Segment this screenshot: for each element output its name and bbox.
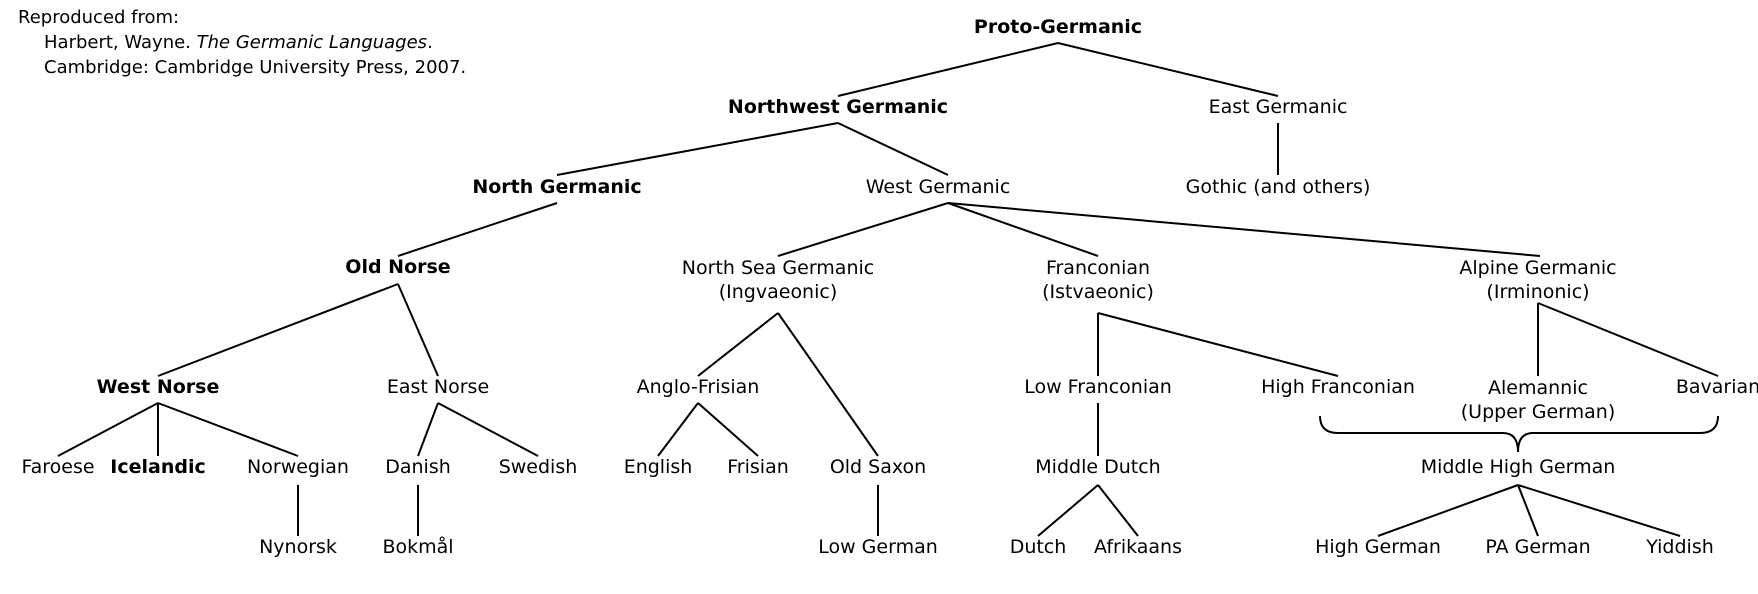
edge — [57, 402, 159, 457]
source-book-period: . — [427, 32, 433, 53]
edge — [837, 42, 1059, 97]
node-danish: Danish — [385, 456, 451, 478]
edge — [697, 402, 759, 457]
node-old-saxon: Old Saxon — [829, 456, 927, 478]
edge — [1057, 42, 1279, 97]
node-middle-high-german: Middle High German — [1420, 456, 1616, 478]
node-low-franconian: Low Franconian — [1024, 376, 1172, 398]
node-low-german: Low German — [818, 536, 938, 558]
edge — [1097, 312, 1339, 377]
node-nynorsk: Nynorsk — [259, 536, 337, 558]
node-middle-dutch: Middle Dutch — [1035, 456, 1161, 478]
source-citation: Reproduced from: Harbert, Wayne. The Ger… — [18, 5, 466, 80]
edge — [1377, 484, 1519, 537]
node-north-germanic: North Germanic — [472, 176, 642, 198]
edge — [397, 283, 439, 377]
node-east-norse: East Norse — [386, 376, 490, 398]
node-yiddish: Yiddish — [1646, 536, 1714, 558]
node-north-sea-germanic: North Sea Germanic (Ingvaeonic) — [682, 256, 874, 304]
merge-brace — [1319, 415, 1719, 453]
node-high-franconian: High Franconian — [1261, 376, 1415, 398]
edge — [556, 122, 839, 176]
node-alpine-germanic-name: Alpine Germanic — [1459, 257, 1617, 279]
edge — [1517, 484, 1539, 537]
edge — [697, 312, 779, 377]
node-frisian: Frisian — [727, 456, 789, 478]
node-alemannic: Alemannic (Upper German) — [1461, 376, 1615, 424]
node-istvaeonic: (Istvaeonic) — [1042, 281, 1154, 303]
node-alemannic-name: Alemannic — [1488, 377, 1588, 399]
edge — [837, 122, 949, 176]
source-publisher: Cambridge: Cambridge University Press, 2… — [44, 57, 467, 78]
node-norwegian: Norwegian — [247, 456, 349, 478]
edge — [417, 402, 439, 457]
edge — [437, 402, 539, 457]
node-west-norse: West Norse — [96, 376, 220, 398]
node-franconian-name: Franconian — [1045, 257, 1151, 279]
edge — [157, 283, 399, 377]
node-alpine-germanic: Alpine Germanic (Irminonic) — [1459, 256, 1616, 304]
node-ingvaeonic: (Ingvaeonic) — [718, 281, 838, 303]
source-author-line: Harbert, Wayne. The Germanic Languages. — [18, 30, 466, 55]
node-faroese: Faroese — [21, 456, 95, 478]
edge — [777, 312, 879, 457]
node-dutch: Dutch — [1009, 536, 1067, 558]
node-irminonic: (Irminonic) — [1486, 281, 1590, 303]
node-icelandic: Icelandic — [110, 456, 206, 478]
edge — [1037, 484, 1099, 537]
node-old-norse: Old Norse — [345, 256, 451, 278]
edge — [1517, 484, 1681, 537]
node-upper-german: (Upper German) — [1460, 401, 1616, 423]
node-bokmal: Bokmål — [382, 536, 454, 558]
node-afrikaans: Afrikaans — [1094, 536, 1182, 558]
edge — [1537, 302, 1719, 377]
node-pa-german: PA German — [1485, 536, 1591, 558]
edge — [397, 202, 558, 257]
node-anglo-frisian: Anglo-Frisian — [636, 376, 760, 398]
node-east-germanic: East Germanic — [1208, 96, 1348, 118]
node-north-sea-germanic-name: North Sea Germanic — [681, 257, 875, 279]
node-west-germanic: West Germanic — [865, 176, 1011, 198]
edge — [1097, 484, 1139, 537]
node-northwest-germanic: Northwest Germanic — [727, 96, 949, 118]
node-swedish: Swedish — [498, 456, 578, 478]
edge — [947, 202, 1541, 257]
edge — [777, 202, 949, 257]
edge — [157, 402, 299, 457]
node-english: English — [623, 456, 693, 478]
node-high-german: High German — [1315, 536, 1441, 558]
source-book-title: The Germanic Languages — [196, 32, 428, 53]
edge — [657, 402, 699, 457]
node-gothic: Gothic (and others) — [1185, 176, 1371, 198]
source-heading: Reproduced from: — [18, 7, 180, 28]
node-franconian: Franconian (Istvaeonic) — [1042, 256, 1154, 304]
node-proto-germanic: Proto-Germanic — [973, 16, 1143, 38]
edge — [947, 202, 1099, 257]
node-bavarian: Bavarian — [1675, 376, 1758, 398]
source-author: Harbert, Wayne. — [44, 32, 191, 53]
